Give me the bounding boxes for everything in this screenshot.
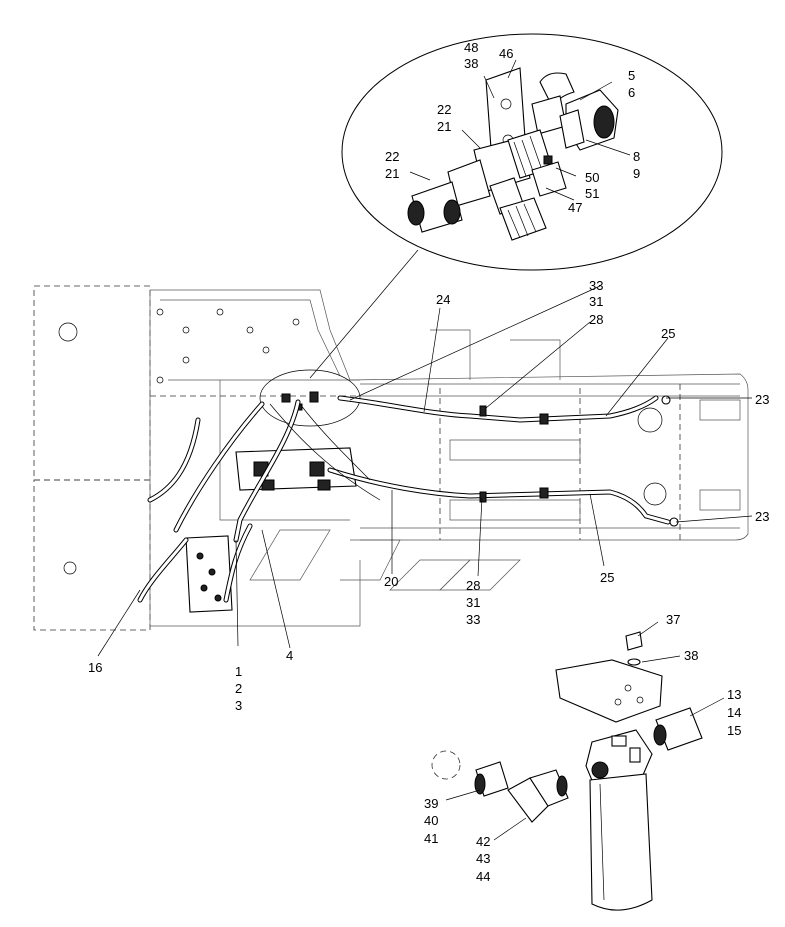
callout-39: 39 <box>424 796 438 811</box>
callout-41: 41 <box>424 831 438 846</box>
callout-47: 47 <box>568 200 582 215</box>
callout-1: 1 <box>235 664 242 679</box>
callout-9: 9 <box>633 166 640 181</box>
callout-labels: 48 38 46 5 6 22 21 22 21 8 9 50 51 47 33… <box>88 40 769 884</box>
callout-38-lower: 38 <box>684 648 698 663</box>
callout-4: 4 <box>286 648 293 663</box>
callout-42: 42 <box>476 834 490 849</box>
detail-view <box>309 33 723 379</box>
callout-21-left: 21 <box>385 166 399 181</box>
callout-46: 46 <box>499 46 513 61</box>
callout-20: 20 <box>384 574 398 589</box>
callout-16: 16 <box>88 660 102 675</box>
callout-31-lower: 31 <box>466 595 480 610</box>
detail-ellipse <box>341 33 723 271</box>
frame-leaders <box>97 285 753 657</box>
valve-block <box>185 447 357 613</box>
callout-38: 38 <box>464 56 478 71</box>
callout-37: 37 <box>666 612 680 627</box>
callout-22-left: 22 <box>385 149 399 164</box>
tee-body <box>473 129 553 193</box>
callout-31: 31 <box>589 294 603 309</box>
callout-23: 23 <box>755 392 769 407</box>
callout-25: 25 <box>661 326 675 341</box>
callout-2: 2 <box>235 681 242 696</box>
detail-leader <box>309 249 419 379</box>
callout-14: 14 <box>727 705 741 720</box>
hydraulic-hoses <box>137 395 679 603</box>
callout-33: 33 <box>589 278 603 293</box>
pressure-switch <box>531 155 567 197</box>
detail-leaders <box>409 59 631 201</box>
callout-48: 48 <box>464 40 478 55</box>
callout-23-lower: 23 <box>755 509 769 524</box>
filter-assembly <box>431 621 725 911</box>
callout-6: 6 <box>628 85 635 100</box>
callout-33-lower: 33 <box>466 612 480 627</box>
callout-44: 44 <box>476 869 490 884</box>
callout-21: 21 <box>437 119 451 134</box>
elbow-fitting <box>531 72 575 135</box>
callout-22: 22 <box>437 102 451 117</box>
callout-28-lower: 28 <box>466 578 480 593</box>
callout-3: 3 <box>235 698 242 713</box>
callout-43: 43 <box>476 851 490 866</box>
callout-50: 50 <box>585 170 599 185</box>
callout-15: 15 <box>727 723 741 738</box>
callout-13: 13 <box>727 687 741 702</box>
left-fitting <box>407 159 491 233</box>
down-fitting <box>489 177 547 241</box>
callout-5: 5 <box>628 68 635 83</box>
callout-25-lower: 25 <box>600 570 614 585</box>
callout-24: 24 <box>436 292 450 307</box>
callout-40: 40 <box>424 813 438 828</box>
callout-28: 28 <box>589 312 603 327</box>
callout-51: 51 <box>585 186 599 201</box>
swivel-fitting <box>559 89 619 151</box>
callout-8: 8 <box>633 149 640 164</box>
